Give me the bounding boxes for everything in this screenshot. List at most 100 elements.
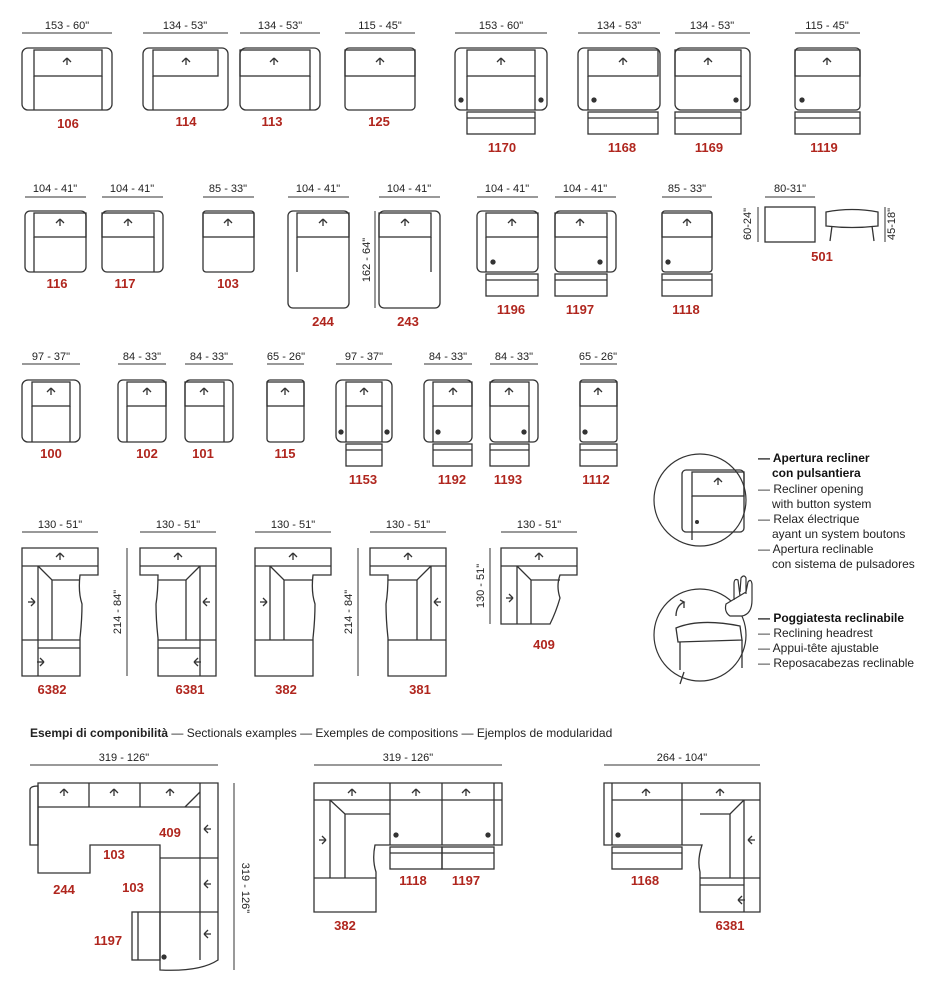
dim-label: 134 - 53" bbox=[690, 20, 734, 32]
examples-heading-rest: — Sectionals examples — Exemples de comp… bbox=[168, 726, 612, 740]
depth-label: 130 - 51" bbox=[475, 564, 487, 608]
legend-recliner-title: — Apertura recliner bbox=[758, 451, 870, 465]
module-code: 113 bbox=[262, 114, 283, 129]
module-code: 381 bbox=[409, 682, 431, 697]
module-code: 1168 bbox=[631, 873, 659, 888]
module-code: 1170 bbox=[488, 140, 516, 155]
module-code: 101 bbox=[192, 446, 214, 461]
module-code: 382 bbox=[275, 682, 297, 697]
legend-item: — Apertura reclinable bbox=[758, 542, 874, 556]
dim-label: 97 - 37" bbox=[32, 351, 70, 363]
legend-item: — Relax électrique bbox=[758, 512, 860, 526]
module-1192 bbox=[423, 379, 473, 467]
legend-recliner-title: con pulsantiera bbox=[772, 466, 861, 480]
module-code: 1118 bbox=[399, 873, 427, 888]
dim-label: 85 - 33" bbox=[668, 183, 706, 195]
module-code: 409 bbox=[533, 637, 555, 652]
row-4: 130 - 51" 130 - 51" 130 - 51" 130 - 51" … bbox=[21, 519, 578, 697]
legend-item: with button system bbox=[771, 497, 871, 511]
module-code: 1119 bbox=[810, 140, 838, 155]
module-code: 116 bbox=[47, 276, 68, 291]
module-code: 382 bbox=[334, 918, 356, 933]
module-code: 6381 bbox=[176, 682, 205, 697]
module-code: 103 bbox=[122, 880, 144, 895]
module-code: 1197 bbox=[566, 302, 594, 317]
legend-item: ayant un system boutons bbox=[772, 527, 905, 541]
module-501 bbox=[764, 206, 879, 243]
height-label: 45-18" bbox=[886, 208, 898, 240]
module-382 bbox=[254, 547, 332, 677]
module-code: 1169 bbox=[695, 140, 723, 155]
dim-label: 104 - 41" bbox=[33, 183, 77, 195]
module-6382 bbox=[21, 547, 99, 677]
dim-label: 85 - 33" bbox=[209, 183, 247, 195]
module-6381 bbox=[139, 547, 217, 677]
dim-label: 153 - 60" bbox=[45, 20, 89, 32]
depth-label: 162 - 64" bbox=[361, 238, 373, 282]
dim-label: 65 - 26" bbox=[267, 351, 305, 363]
legend-headrest-title: — Poggiatesta reclinabile bbox=[758, 611, 904, 625]
legend: — Apertura recliner con pulsantiera — Re… bbox=[653, 451, 915, 685]
dim-label: 97 - 37" bbox=[345, 351, 383, 363]
module-101 bbox=[184, 379, 234, 443]
dim-label: 319 - 126" bbox=[99, 752, 149, 764]
dim-label: 264 - 104" bbox=[657, 752, 707, 764]
module-1196 bbox=[476, 210, 539, 297]
legend-item: — Appui-tête ajustable bbox=[758, 641, 879, 655]
row-3: 97 - 37" 84 - 33" 84 - 33" 65 - 26" 97 -… bbox=[21, 351, 618, 487]
dim-label: 104 - 41" bbox=[110, 183, 154, 195]
legend-item: — Reposacabezas reclinable bbox=[758, 656, 914, 670]
module-code: 243 bbox=[397, 314, 419, 329]
dim-label: 80-31" bbox=[774, 183, 806, 195]
module-381 bbox=[369, 547, 447, 677]
dim-label: 130 - 51" bbox=[386, 519, 430, 531]
module-code: 1196 bbox=[497, 302, 525, 317]
module-code: 117 bbox=[115, 276, 136, 291]
depth-label: 319 - 126" bbox=[239, 863, 251, 913]
row-2: 104 - 41" 104 - 41" 85 - 33" 104 - 41" 1… bbox=[24, 183, 898, 329]
module-code: 114 bbox=[176, 114, 198, 129]
module-code: 125 bbox=[368, 114, 390, 129]
module-117 bbox=[101, 210, 164, 273]
module-100 bbox=[21, 379, 81, 443]
depth-label: 214 - 84" bbox=[112, 590, 124, 634]
dim-label: 104 - 41" bbox=[296, 183, 340, 195]
dim-label: 65 - 26" bbox=[579, 351, 617, 363]
module-106 bbox=[21, 47, 113, 111]
dim-label: 84 - 33" bbox=[429, 351, 467, 363]
module-code: 1197 bbox=[452, 873, 480, 888]
module-1169 bbox=[674, 47, 751, 135]
module-code: 244 bbox=[53, 882, 75, 897]
module-code: 1197 bbox=[94, 933, 122, 948]
module-115 bbox=[266, 379, 305, 443]
module-code: 244 bbox=[312, 314, 334, 329]
module-code: 102 bbox=[136, 446, 158, 461]
examples-heading-bold: Esempi di componibilità bbox=[30, 726, 168, 740]
dim-label: 115 - 45" bbox=[805, 20, 849, 32]
module-1170 bbox=[454, 47, 548, 135]
module-1118 bbox=[661, 210, 713, 297]
example-2: 319 - 126" 382 1118 1197 bbox=[313, 752, 503, 933]
dim-label: 319 - 126" bbox=[383, 752, 433, 764]
module-243 bbox=[378, 210, 441, 309]
module-code: 1153 bbox=[349, 472, 377, 487]
module-244 bbox=[287, 210, 350, 309]
dim-label: 130 - 51" bbox=[271, 519, 315, 531]
dim-label: 84 - 33" bbox=[495, 351, 533, 363]
dim-label: 84 - 33" bbox=[190, 351, 228, 363]
module-409 bbox=[500, 547, 578, 625]
module-code: 1192 bbox=[438, 472, 466, 487]
dim-label: 134 - 53" bbox=[163, 20, 207, 32]
module-1153 bbox=[335, 379, 393, 467]
module-114 bbox=[142, 47, 229, 111]
depth-label: 214 - 84" bbox=[343, 590, 355, 634]
row-1: 153 - 60" 134 - 53" 134 - 53" 115 - 45" … bbox=[21, 20, 861, 155]
recliner-detail bbox=[653, 453, 747, 547]
legend-item: — Recliner opening bbox=[758, 482, 863, 496]
module-code: 1193 bbox=[494, 472, 522, 487]
module-code: 1112 bbox=[582, 472, 610, 487]
module-code: 409 bbox=[159, 825, 181, 840]
dim-label: 104 - 41" bbox=[387, 183, 431, 195]
dim-label: 130 - 51" bbox=[38, 519, 82, 531]
